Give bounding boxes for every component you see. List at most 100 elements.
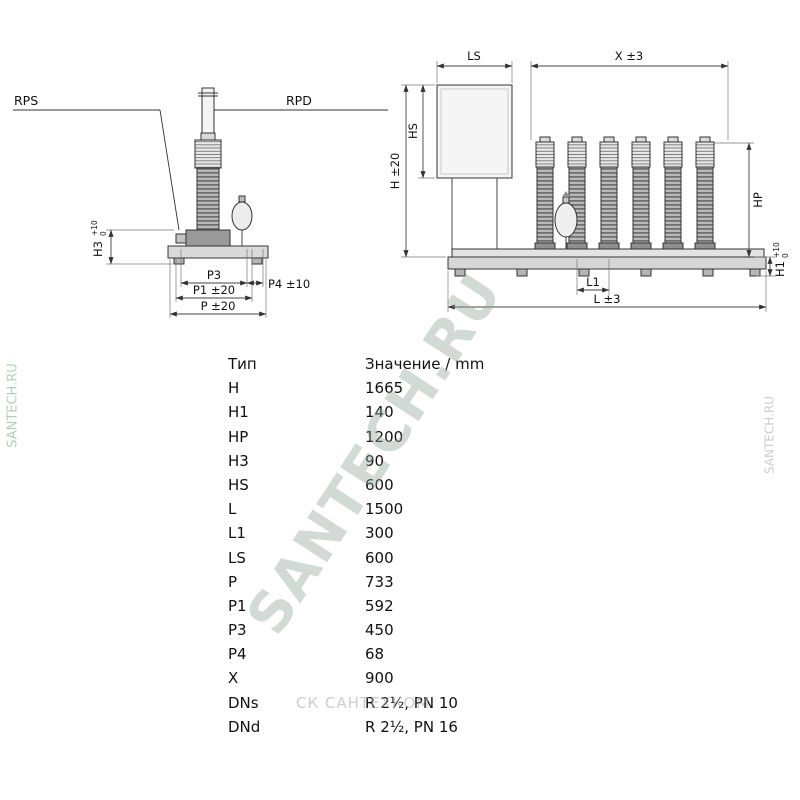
rps-label: RPS: [14, 93, 38, 108]
hp-dimension-label: HP: [751, 192, 765, 208]
control-cabinet-door: [440, 88, 509, 175]
pump-unit-5: [662, 136, 684, 250]
dim-type-cell: H: [228, 379, 240, 398]
tank-valve: [238, 195, 246, 203]
hs-dimension-label: HS: [406, 123, 420, 139]
table-row: L1 300: [228, 521, 484, 545]
h1-tolerance-upper: +10: [772, 242, 781, 258]
dim-value-cell: 90: [365, 451, 385, 470]
table-header-row: Тип Значение / mm: [228, 352, 484, 376]
dim-value-cell: 733: [365, 572, 394, 591]
ls-dimension-label: LS: [467, 49, 481, 63]
frame-foot: [578, 268, 590, 277]
pump-column: [196, 167, 220, 231]
pump-base: [185, 229, 231, 247]
dim-value-cell: R 2½, PN 10: [365, 693, 458, 712]
frame-foot: [749, 268, 761, 277]
column-header-type: Тип: [228, 355, 257, 373]
pump-motor: [194, 139, 222, 169]
dim-value-cell: 140: [365, 403, 394, 422]
frame-foot: [640, 268, 652, 277]
dim-value-cell: R 2½, PN 16: [365, 717, 458, 736]
dim-type-cell: L: [228, 500, 237, 519]
dim-type-cell: H1: [228, 403, 249, 422]
h-text: H ±20: [388, 153, 402, 190]
frame-foot: [251, 257, 263, 265]
l-dimension-label: L ±3: [593, 292, 620, 306]
dim-value-cell: 68: [365, 645, 385, 664]
pump-unit-3: [598, 136, 620, 250]
h3-text: H3: [91, 241, 105, 257]
base-frame-front: [447, 256, 767, 270]
dim-value-cell: 592: [365, 596, 394, 615]
table-row: HP 1200: [228, 425, 484, 449]
control-cabinet: [436, 84, 513, 179]
x-dimension-label: X ±3: [615, 49, 644, 63]
dimension-table: Тип Значение / mm H 1665 H1 140 HP 1200 H3 9…: [228, 352, 484, 739]
table-row: X 900: [228, 666, 484, 690]
technical-drawing: RPS RPD H3 +10 0 P3 P4 ±10 P1 ±20: [13, 49, 790, 318]
pump-motor-cap: [200, 132, 216, 141]
rps-leader-diagonal: [159, 109, 180, 231]
front-view: LS X ±3 H ±20 HS HP H1 +10: [388, 49, 790, 312]
frame-foot: [173, 257, 185, 265]
dim-value-cell: 450: [365, 621, 394, 640]
dim-value-cell: 1500: [365, 500, 404, 519]
table-row: P3 450: [228, 618, 484, 642]
frame-foot: [454, 268, 466, 277]
h1-dimension-label: H1 +10 0: [772, 242, 790, 277]
column-header-value: Значение / mm: [365, 355, 485, 373]
dim-type-cell: L1: [228, 524, 246, 543]
dim-type-cell: P4: [228, 645, 247, 664]
p3-dimension-label: P3: [207, 268, 221, 282]
dim-value-cell: 900: [365, 669, 394, 688]
l1-dimension-label: L1: [586, 275, 600, 289]
table-row: H1 140: [228, 400, 484, 424]
dim-type-cell: X: [228, 669, 239, 688]
h1-tolerance-lower: 0: [781, 253, 790, 258]
table-row: L 1500: [228, 497, 484, 521]
table-row: H3 90: [228, 449, 484, 473]
dim-value-cell: 1665: [365, 379, 404, 398]
dim-type-cell: DNd: [228, 717, 261, 736]
h1-text: H1: [773, 261, 787, 277]
p4-dimension-label: P4 ±10: [268, 277, 310, 291]
watermark-right: SANTECH.RU: [762, 395, 777, 475]
pump-unit-6: [694, 136, 716, 250]
tank-marker: [562, 191, 570, 197]
base-frame: [167, 245, 269, 259]
dim-type-cell: P3: [228, 621, 247, 640]
table-row: H 1665: [228, 376, 484, 400]
side-view: RPS RPD H3 +10 0 P3 P4 ±10 P1 ±20: [13, 87, 388, 318]
hs-text: HS: [406, 123, 420, 139]
h3-tolerance-upper: +10: [90, 220, 99, 236]
rpd-label: RPD: [286, 93, 312, 108]
dim-value-cell: 600: [365, 475, 394, 494]
table-row: P4 68: [228, 642, 484, 666]
frame-foot: [516, 268, 528, 277]
frame-foot: [702, 268, 714, 277]
dim-type-cell: HS: [228, 475, 249, 494]
dim-value-cell: 300: [365, 524, 394, 543]
dim-type-cell: P: [228, 572, 238, 591]
membrane-tank-front: [554, 202, 578, 238]
dim-value-cell: 600: [365, 548, 394, 567]
table-row: DNd R 2½, PN 16: [228, 715, 484, 739]
table-row: P 733: [228, 570, 484, 594]
dim-type-cell: H3: [228, 451, 249, 470]
pump-unit-1: [534, 136, 556, 250]
table-row: HS 600: [228, 473, 484, 497]
p1-dimension-label: P1 ±20: [193, 283, 235, 297]
h-dimension-label: H ±20: [388, 153, 402, 190]
pump-unit-4: [630, 136, 652, 250]
membrane-tank: [231, 201, 253, 231]
tank-valve-front: [562, 196, 570, 204]
hp-text: HP: [751, 192, 765, 208]
dim-type-cell: HP: [228, 427, 249, 446]
dim-value-cell: 1200: [365, 427, 404, 446]
h3-dimension-label: H3 +10 0: [90, 220, 108, 257]
